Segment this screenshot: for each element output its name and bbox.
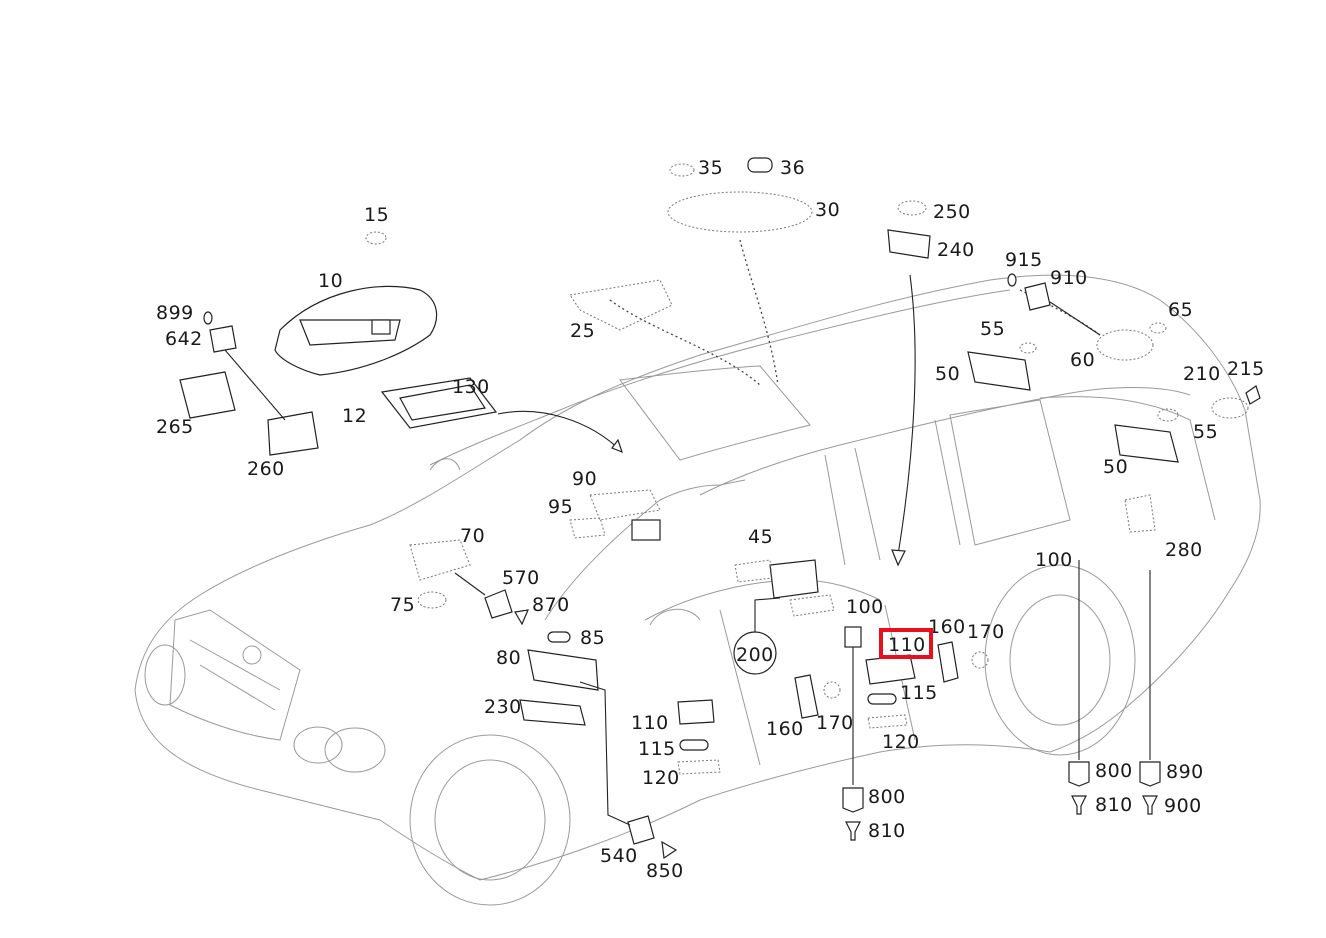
callout-labels: 35 36 30 15 250 240 915 910 10 899 642 2… [156,157,1265,882]
callout-810-right: 810 [1095,794,1133,816]
callout-70: 70 [460,525,485,547]
callout-200: 200 [736,644,774,666]
callout-85: 85 [580,627,605,649]
callout-215: 215 [1227,358,1265,380]
callout-10: 10 [318,270,343,292]
part-rear-reading-lamp [887,200,1167,361]
callout-540: 540 [600,845,638,867]
callout-250: 250 [933,201,971,223]
part-front-door-lamps [484,589,678,860]
callout-50-lower: 50 [1103,456,1128,478]
part-cargo-lamps [967,342,1261,533]
callout-280: 280 [1165,539,1203,561]
part-visor-lamps [409,489,661,609]
callout-170-upper: 170 [967,621,1005,643]
callout-36: 36 [780,157,805,179]
car-body-outline [134,274,1261,906]
callout-899: 899 [156,302,194,324]
callout-120-lower: 120 [642,767,680,789]
callout-15: 15 [364,204,389,226]
callout-75: 75 [390,594,415,616]
callout-900: 900 [1164,795,1202,817]
callout-240: 240 [937,239,975,261]
callout-12: 12 [342,405,367,427]
part-sunroof-lamp [365,157,813,331]
callout-160-lower: 160 [766,718,804,740]
assembly-arrows [497,274,916,567]
callout-160-upper: 160 [928,616,966,638]
callout-210: 210 [1183,363,1221,385]
callout-642: 642 [165,328,203,350]
callout-65: 65 [1168,299,1193,321]
part-connectors [454,301,1161,841]
callout-260: 260 [247,458,285,480]
assembly-path-lines [609,239,1101,386]
callout-870: 870 [532,594,570,616]
callout-110-lower: 110 [631,712,669,734]
callout-170-lower: 170 [816,712,854,734]
callout-50-upper: 50 [935,363,960,385]
part-sensor-housing [179,311,319,456]
callout-910: 910 [1050,267,1088,289]
callout-60: 60 [1070,349,1095,371]
callout-890: 890 [1166,761,1204,783]
callout-100-right: 100 [1035,549,1073,571]
callout-90: 90 [572,468,597,490]
callout-55-upper: 55 [980,318,1005,340]
callout-45: 45 [748,526,773,548]
callout-30: 30 [815,199,840,221]
callout-35: 35 [698,157,723,179]
callout-25: 25 [570,320,595,342]
callout-80: 80 [496,647,521,669]
callout-95: 95 [548,496,573,518]
callout-265: 265 [156,416,194,438]
callout-115-lower: 115 [638,738,676,760]
callout-110-highlighted[interactable]: 110 [888,634,926,656]
callout-915: 915 [1005,249,1043,271]
callout-800-right: 800 [1095,760,1133,782]
part-door-control-unit [733,559,835,675]
callout-100-center: 100 [846,596,884,618]
callout-230: 230 [484,696,522,718]
callout-850: 850 [646,860,684,882]
callout-55-lower: 55 [1193,421,1218,443]
callout-800-center: 800 [868,786,906,808]
part-roof-console [274,285,438,376]
callout-810-center: 810 [868,820,906,842]
highlight-box [879,628,933,659]
part-rear-door-lamp-assembly [677,626,989,775]
callout-115-right: 115 [900,682,938,704]
callout-570: 570 [502,567,540,589]
part-front-lamp-unit [380,377,498,429]
callout-130: 130 [452,376,490,398]
callout-120-right: 120 [882,731,920,753]
